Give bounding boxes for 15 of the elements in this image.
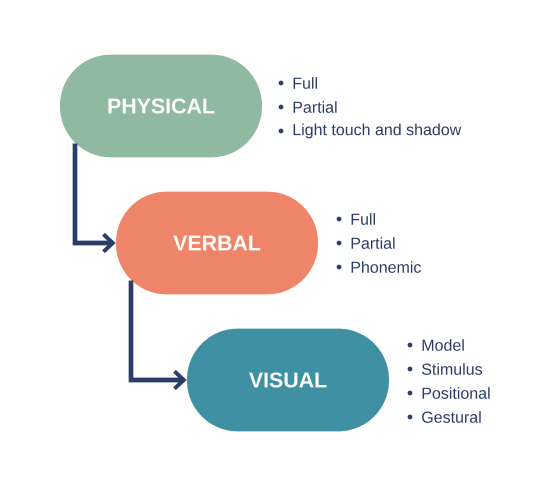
arrow: [72, 144, 116, 254]
bullet-item: Model: [422, 339, 464, 351]
bullet-item: Stimulus: [422, 363, 482, 375]
bullet-item: Gestural: [422, 411, 481, 423]
arrow: [128, 280, 187, 390]
bullet-item: Full: [352, 213, 375, 225]
bullet-item: Partial: [352, 237, 395, 249]
bullet-item: Light touch and shadow: [294, 124, 462, 138]
bullet-item: Full: [294, 77, 317, 89]
bullet-item: Positional: [422, 387, 490, 399]
bullet-item: Partial: [294, 101, 337, 113]
pill-box: PHYSICAL: [60, 54, 262, 158]
pill-box: VERBAL: [116, 192, 318, 294]
pill-box: VISUAL: [187, 328, 389, 432]
bullet-item: Phonemic: [352, 261, 421, 273]
